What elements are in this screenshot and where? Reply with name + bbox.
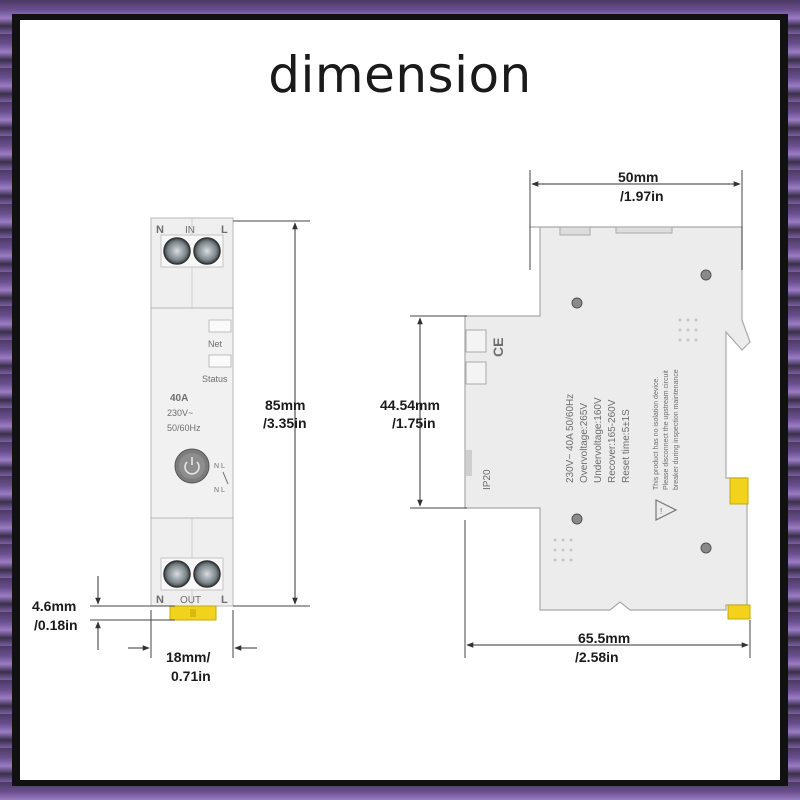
voltage-label: 230V~ — [167, 408, 193, 418]
ce-mark: CE — [490, 338, 506, 357]
spec-line: Overvoltage:265V — [579, 403, 590, 483]
dim-depth-in: /2.58in — [575, 649, 619, 665]
screw-icon — [193, 560, 221, 588]
switch-symbol-bottom: N L — [214, 487, 225, 494]
frequency-label: 50/60Hz — [167, 423, 201, 433]
spec-line: Recover:165-260V — [607, 399, 618, 483]
dim-clip-in: /0.18in — [34, 617, 78, 633]
bottom-label-out: OUT — [180, 595, 201, 606]
front-view: N IN L Net Status 40A 230V~ 50/60Hz N L … — [150, 217, 234, 621]
dim-top-width-mm: 50mm — [618, 169, 658, 185]
screw-icon — [571, 297, 583, 309]
dim-top-width-in: /1.97in — [620, 188, 664, 204]
dim-height-mm: 85mm — [265, 397, 305, 413]
rating-label: 40A — [170, 393, 188, 404]
dimension-diagram: N IN L Net Status 40A 230V~ 50/60Hz N L … — [32, 169, 751, 684]
dim-width-front-mm: 18mm/ — [166, 649, 210, 665]
dim-clip: 4.6mm /0.18in — [32, 576, 175, 650]
power-icon — [184, 461, 200, 475]
status-indicator — [208, 354, 232, 368]
spec-line: Undervoltage:160V — [593, 397, 604, 483]
net-label: Net — [208, 339, 223, 349]
dim-depth-mm: 65.5mm — [578, 630, 630, 646]
screw-icon — [700, 269, 712, 281]
warning-triangle-icon — [655, 499, 678, 521]
bottom-label-n: N — [156, 594, 164, 606]
side-din-clip — [729, 477, 749, 505]
screw-icon — [700, 542, 712, 554]
warning-text-block: This product has no isolation device. Pl… — [653, 369, 680, 490]
spec-line: Reset time:5±1S — [621, 409, 632, 483]
dim-side-height: 44.54mm /1.75in — [380, 315, 467, 509]
top-label-in: IN — [185, 225, 195, 236]
warning-line: breaker during inspection maintenance — [673, 369, 680, 490]
spec-text-block: 230V~ 40A 50/60Hz Overvoltage:265V Under… — [565, 394, 632, 483]
spec-line: 230V~ 40A 50/60Hz — [565, 394, 576, 483]
ip-rating: IP20 — [482, 469, 493, 490]
terminal-tab — [465, 361, 487, 385]
diagram-canvas: dimension N IN L — [20, 20, 780, 780]
dim-clip-mm: 4.6mm — [32, 598, 76, 614]
dim-width-front-in: 0.71in — [171, 668, 211, 684]
switch-symbol-top: N L — [214, 463, 225, 470]
dim-width-front: 18mm/ 0.71in — [128, 610, 257, 684]
page-title: dimension — [268, 46, 532, 104]
net-indicator — [208, 319, 232, 333]
warning-line: Please disconnect the upstream circuit — [663, 370, 670, 490]
dim-side-height-mm: 44.54mm — [380, 397, 440, 413]
top-label-l: L — [221, 224, 228, 236]
status-label: Status — [202, 374, 228, 384]
dim-depth: 65.5mm /2.58in — [464, 520, 751, 665]
dim-side-height-in: /1.75in — [392, 415, 436, 431]
top-label-n: N — [156, 224, 164, 236]
side-body — [464, 226, 751, 611]
dim-height-in: /3.35in — [263, 415, 307, 431]
grip-texture — [553, 318, 698, 562]
warning-line: This product has no isolation device. — [653, 377, 660, 490]
dim-top-width: 50mm /1.97in — [529, 169, 743, 270]
screw-icon — [193, 237, 221, 265]
screw-icon — [163, 237, 191, 265]
warning-exclamation: ! — [660, 507, 662, 516]
bottom-label-l: L — [221, 594, 228, 606]
dim-height: 85mm /3.35in — [233, 220, 310, 607]
terminal-tab — [465, 329, 487, 353]
screw-icon — [571, 513, 583, 525]
side-view: CE IP20 230V~ 40A 50/60Hz Overvoltage:26… — [464, 226, 751, 620]
screw-icon — [163, 560, 191, 588]
